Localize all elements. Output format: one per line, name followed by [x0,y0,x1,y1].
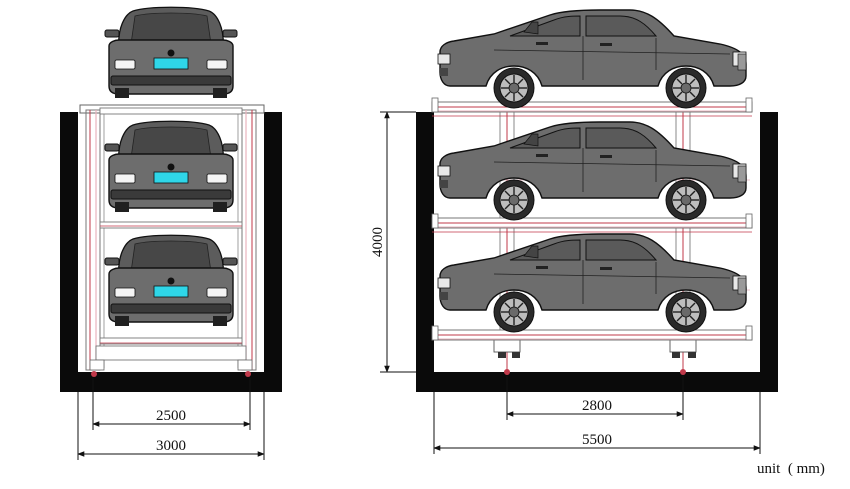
rear-car-top [104,6,238,99]
pit-right-wall [760,112,778,392]
rear-car-bottom [104,234,238,327]
pit-floor [60,372,282,392]
pit-left-wall [416,112,434,392]
side-car-middle [437,121,747,221]
pit-floor [416,372,778,392]
pit-left-wall [60,112,78,392]
rear-view [60,6,282,392]
side-platform-middle [431,213,753,229]
side-view [416,9,778,392]
rear-dimensions: 2500 3000 [77,378,265,460]
side-car-top [437,9,747,109]
rear-frame [79,104,265,377]
pit-right-wall [264,112,282,392]
rear-car-middle [104,120,238,213]
dim-left-inner: 2500 [156,408,186,424]
dim-right-outer: 5500 [582,432,612,448]
dim-right-inner: 2800 [582,398,612,414]
side-car-bottom [437,233,747,333]
side-platform-top [431,97,753,113]
unit-label: unit ( mm) [757,461,825,477]
side-platform-bottom [431,325,753,341]
dim-height: 4000 [370,227,386,257]
dim-left-outer: 3000 [156,438,186,454]
side-dimensions: 4000 2800 5500 [370,111,761,454]
